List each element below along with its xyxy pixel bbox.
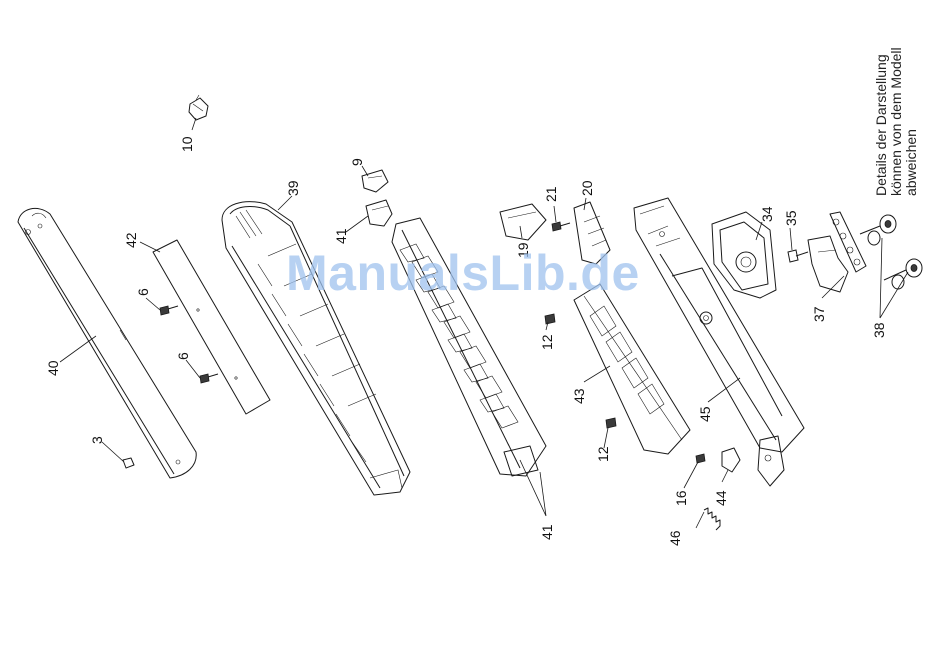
callout-46: 46 [667, 530, 683, 546]
note-line-2: können von dem Modell [889, 47, 904, 196]
part-screws-6 [160, 306, 218, 383]
callout-12-lower: 12 [595, 446, 611, 462]
callout-38: 38 [871, 322, 887, 338]
part-gear-train [808, 212, 866, 292]
callout-41-lower: 41 [539, 524, 555, 540]
part-chassis [634, 198, 804, 486]
callout-45: 45 [697, 406, 713, 422]
callout-21: 21 [543, 186, 559, 202]
callout-42: 42 [123, 232, 139, 248]
part-small-clip [123, 458, 134, 468]
part-cap-41-upper [366, 200, 392, 226]
part-wheelsets [860, 215, 922, 289]
callout-35: 35 [783, 210, 799, 226]
callout-43: 43 [571, 388, 587, 404]
callout-labels: 10 9 39 41 42 40 6 6 3 21 20 19 12 43 12… [45, 136, 887, 546]
callout-40: 40 [45, 360, 61, 376]
note-line-1: Details der Darstellung [874, 47, 889, 196]
callout-3: 3 [89, 436, 105, 444]
watermark: ManualsLib.de [286, 244, 640, 302]
part-screws-12 [545, 314, 616, 428]
part-bogie-frame [712, 212, 776, 298]
part-cab-bracket [500, 204, 546, 240]
callout-12-upper: 12 [539, 334, 555, 350]
part-window-pane [153, 240, 270, 414]
part-screw-21 [552, 222, 570, 231]
disclaimer-note: Details der Darstellung können von dem M… [874, 47, 919, 196]
callout-6-lower: 6 [175, 352, 191, 360]
callout-20: 20 [579, 180, 595, 196]
part-screw-16 [696, 454, 705, 463]
note-line-3: abweichen [904, 47, 919, 196]
callout-34: 34 [759, 206, 775, 222]
part-coupling-hook [362, 170, 388, 192]
leader-lines [60, 118, 908, 528]
part-spring [704, 508, 720, 530]
callout-37: 37 [811, 306, 827, 322]
callout-16: 16 [673, 490, 689, 506]
callout-6-upper: 6 [135, 288, 151, 296]
part-coupler-cap [722, 448, 740, 472]
callout-10: 10 [179, 136, 195, 152]
callout-41-upper: 41 [333, 228, 349, 244]
part-coupling-clip [189, 95, 208, 120]
part-pin [788, 250, 808, 262]
callout-44: 44 [713, 490, 729, 506]
part-bogie-cradle [574, 284, 690, 454]
part-roof-shell [18, 208, 196, 478]
callout-39: 39 [285, 180, 301, 196]
callout-9: 9 [349, 158, 365, 166]
